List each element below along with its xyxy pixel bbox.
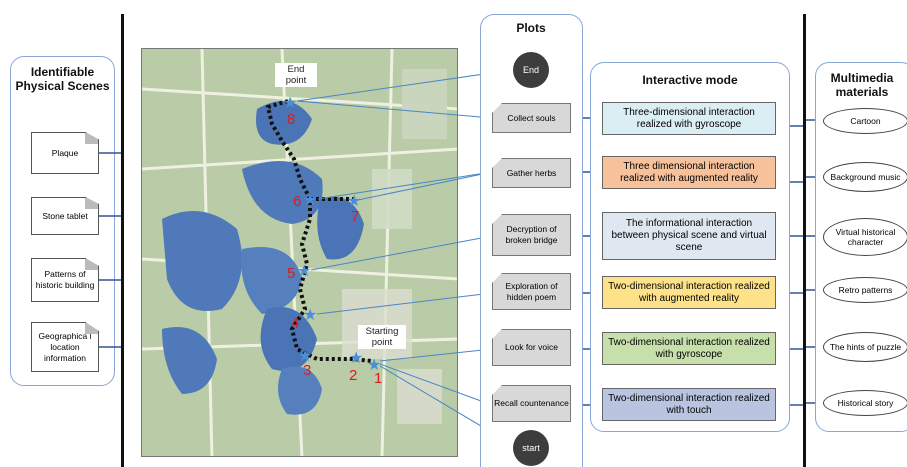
star-marker-6: ★ <box>303 192 318 209</box>
end-node: End <box>513 52 549 88</box>
plot-look-for-voice: Look for voice <box>492 329 571 366</box>
media-retro-patterns: Retro patterns <box>823 277 907 303</box>
start-node: start <box>513 430 549 466</box>
mode-2d-touch: Two-dimensional interaction realized wit… <box>602 388 776 421</box>
separator-right <box>803 14 806 467</box>
marker-number-6: 6 <box>293 193 302 210</box>
mode-2d-ar: Two-dimensional interaction realized wit… <box>602 276 776 309</box>
campus-map <box>141 48 458 457</box>
scene-location: Geographica l location information <box>31 322 99 372</box>
media-historical-story: Historical story <box>823 390 907 416</box>
marker-number-3: 3 <box>303 362 312 379</box>
mode-2d-gyroscope: Two-dimensional interaction realized wit… <box>602 332 776 365</box>
scene-plaque: Plaque <box>31 132 99 174</box>
plot-recall-countenance: Recall countenance <box>492 385 571 422</box>
star-marker-8: ★ <box>283 95 298 112</box>
plot-gather-herbs: Gather herbs <box>492 158 571 188</box>
map-image <box>142 49 457 456</box>
plot-collect-souls: Collect souls <box>492 103 571 133</box>
end-point-label: End point <box>275 63 317 87</box>
star-marker-4: ★ <box>303 307 318 324</box>
marker-number-5: 5 <box>287 265 296 282</box>
multimedia-title: Multimedia materials <box>830 71 894 99</box>
marker-number-4: 4 <box>291 315 300 332</box>
separator-left <box>121 14 124 467</box>
interactive-mode-title: Interactive mode <box>642 73 738 87</box>
scene-patterns: Patterns of historic building <box>31 258 99 302</box>
star-marker-5: ★ <box>297 263 312 280</box>
media-background-music: Background music <box>823 162 907 192</box>
media-hints-of-puzzle: The hints of puzzle <box>823 332 907 362</box>
marker-number-7: 7 <box>351 208 360 225</box>
media-virtual-character: Virtual historical character <box>823 218 907 256</box>
marker-number-8: 8 <box>287 111 296 128</box>
plot-exploration: Exploration of hidden poem <box>492 273 571 310</box>
plot-decryption: Decryption of broken bridge <box>492 214 571 256</box>
starting-point-label: Starting point <box>358 325 406 349</box>
mode-informational: The informational interaction between ph… <box>602 212 776 260</box>
scene-stone-tablet: Stone tablet <box>31 197 99 235</box>
mode-3d-ar: Three dimensional interaction realized w… <box>602 156 776 189</box>
star-marker-2: ★ <box>349 350 364 367</box>
media-cartoon: Cartoon <box>823 108 907 134</box>
physical-scenes-title: Identifiable Physical Scenes <box>15 65 110 93</box>
star-marker-3: ★ <box>298 348 313 365</box>
marker-number-1: 1 <box>374 370 383 387</box>
marker-number-2: 2 <box>349 367 358 384</box>
star-marker-1: ★ <box>367 357 382 374</box>
plots-title: Plots <box>516 21 546 35</box>
mode-3d-gyroscope: Three-dimensional interaction realized w… <box>602 102 776 135</box>
